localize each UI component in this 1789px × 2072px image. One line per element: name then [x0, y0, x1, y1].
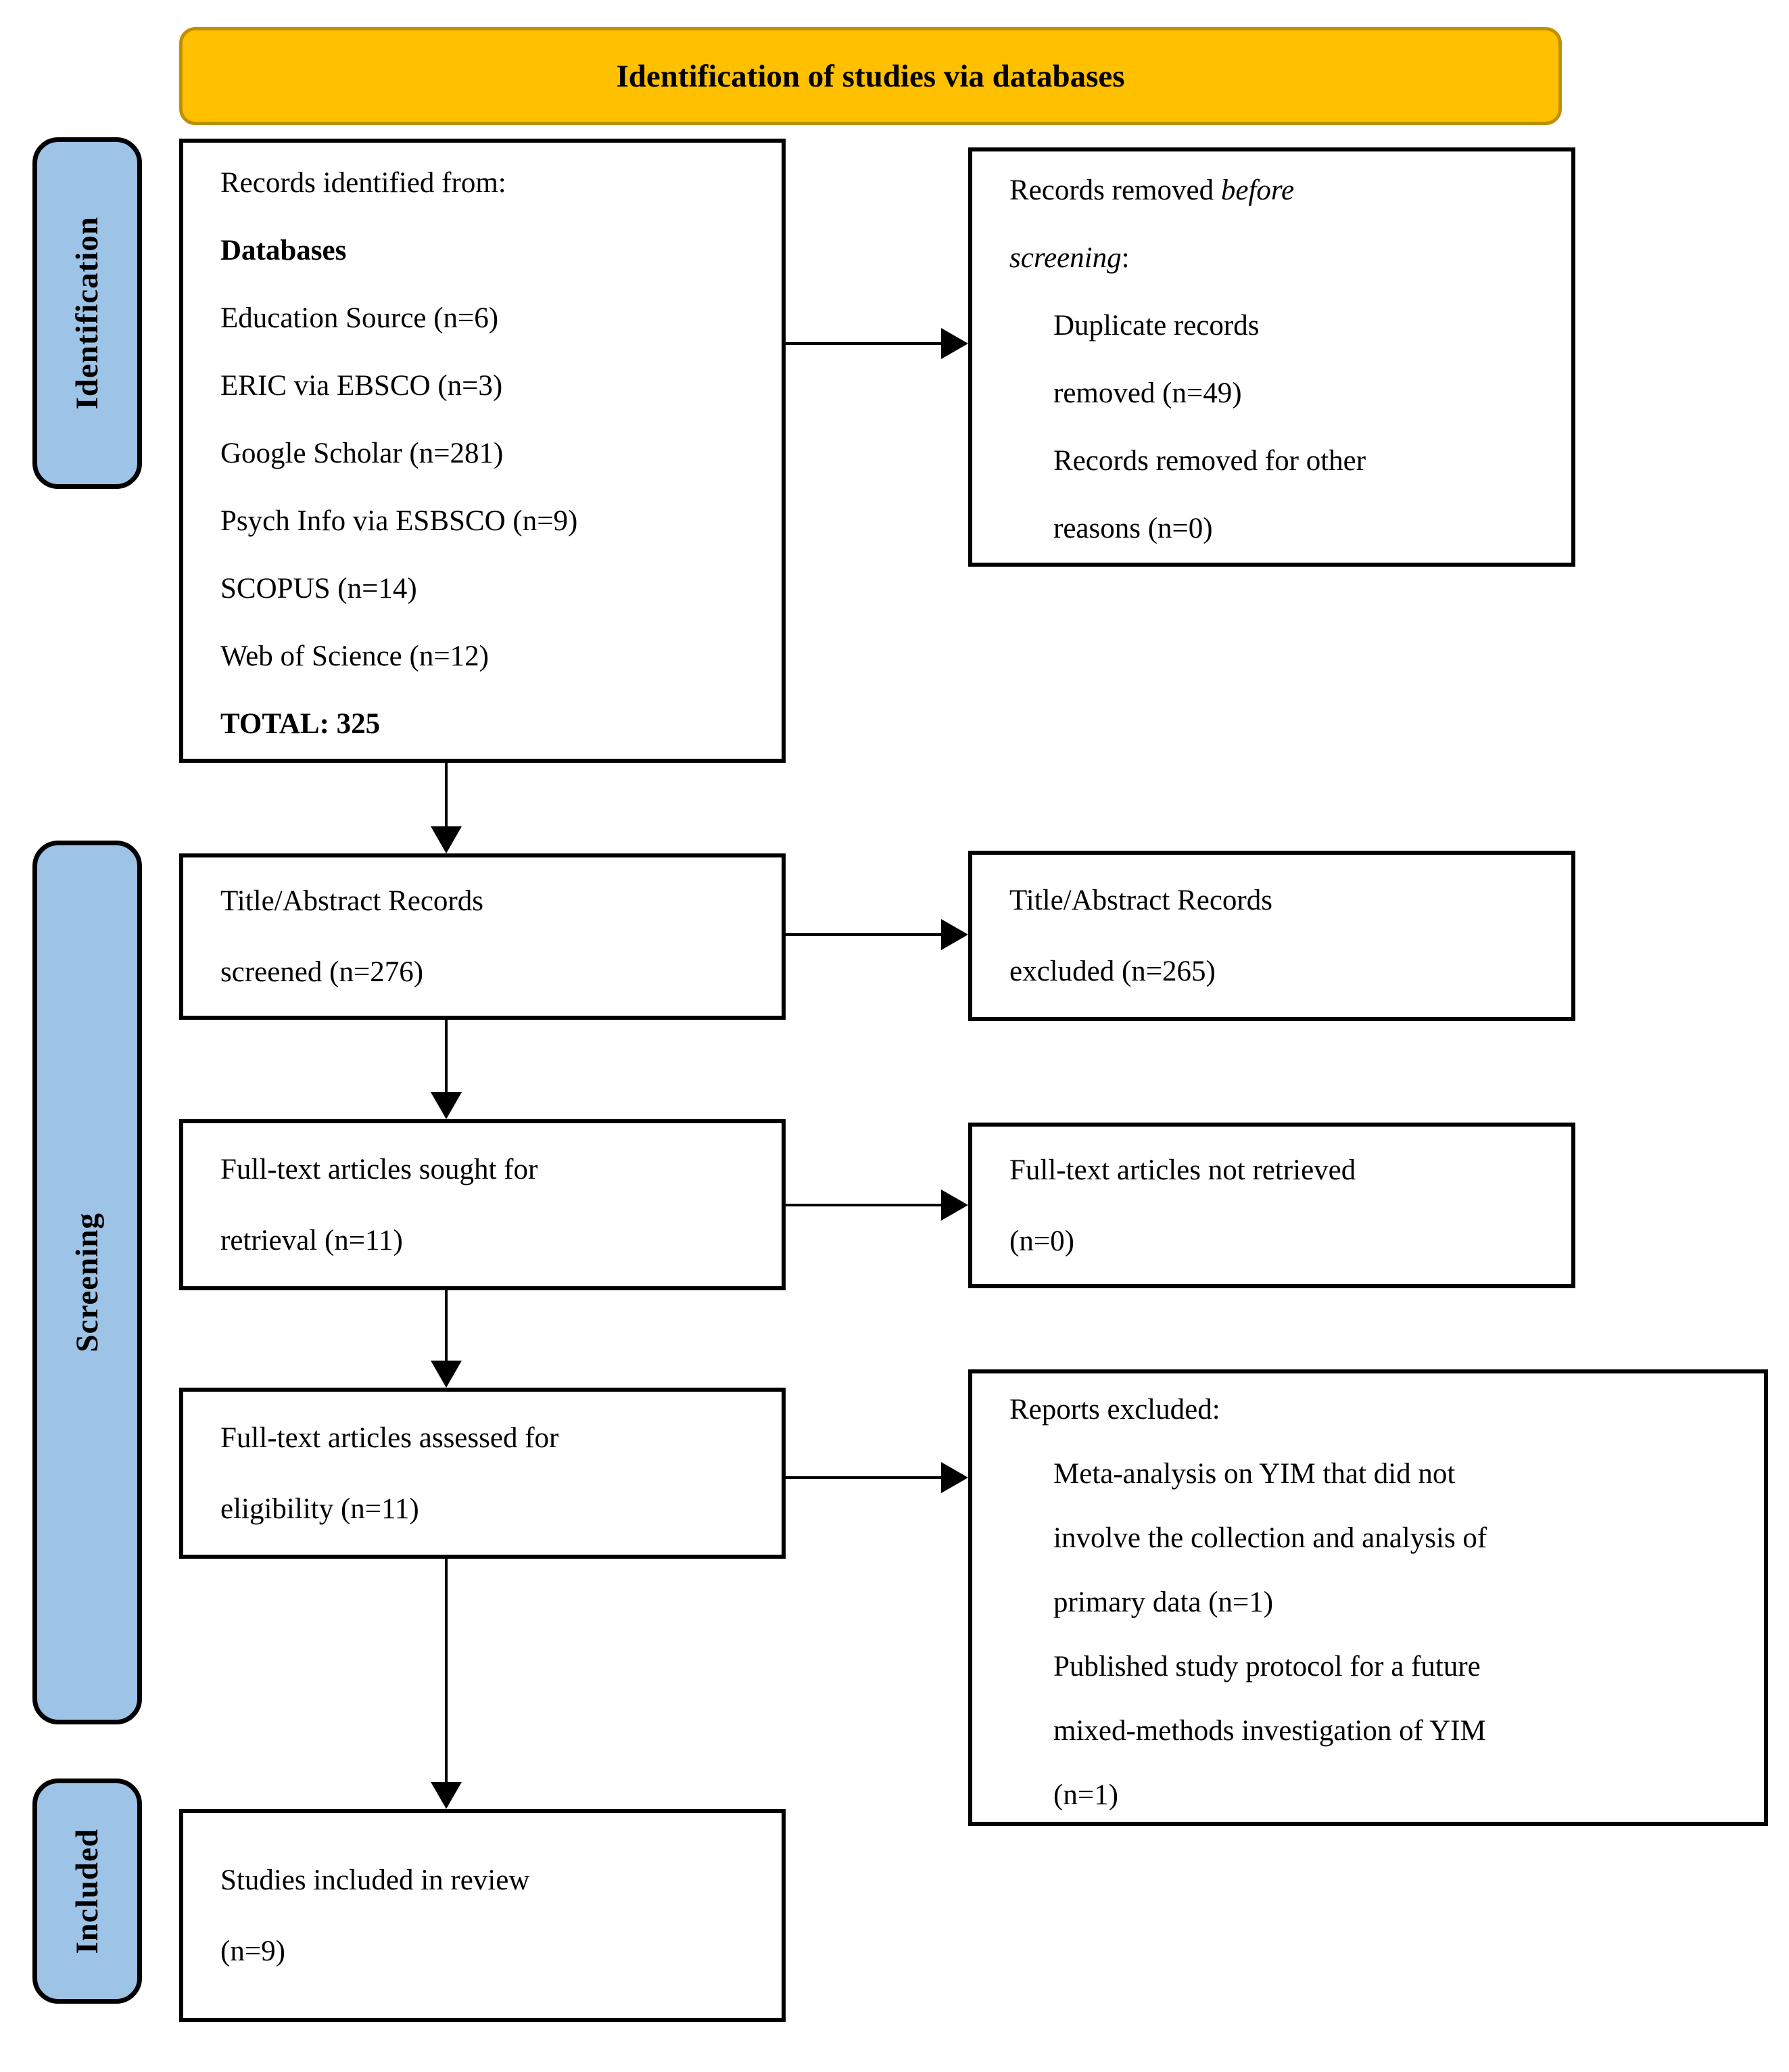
arrow-sought-to-not-retrieved-head-icon: [941, 1190, 968, 1221]
text-line: Education Source (n=6): [220, 302, 499, 334]
text-line: Web of Science (n=12): [220, 640, 489, 672]
stage-label-identification-text: Identification: [70, 216, 105, 410]
text-line: SCOPUS (n=14): [220, 573, 417, 605]
text-line: Full-text articles not retrieved: [1009, 1154, 1356, 1186]
arrow-sought-to-assessed-line: [445, 1290, 448, 1361]
text-line: Full-text articles sought for: [220, 1153, 538, 1185]
arrow-identified-to-removed-line: [786, 342, 943, 345]
arrow-assessed-to-reports-excluded-line: [786, 1476, 943, 1479]
arrow-screened-to-excluded-line: [786, 933, 943, 936]
text-line: Title/Abstract Records: [220, 885, 483, 917]
text-line: Records identified from:: [220, 167, 506, 199]
text-line: Databases: [220, 235, 347, 266]
stage-label-included: Included: [32, 1779, 142, 2004]
arrow-assessed-to-reports-excluded-head-icon: [941, 1462, 968, 1493]
text-line: Meta-analysis on YIM that did not: [1053, 1458, 1456, 1490]
box-fulltext-assessed: Full-text articles assessed for eligibili…: [179, 1388, 786, 1559]
arrow-identified-to-screened-line: [445, 763, 448, 826]
box-fulltext-sought: Full-text articles sought for retrieval (…: [179, 1119, 786, 1290]
text-line: Reports excluded:: [1009, 1394, 1220, 1426]
text-line: Published study protocol for a future: [1053, 1651, 1481, 1682]
arrow-screened-to-sought-line: [445, 1020, 448, 1092]
text-line: Psych Info via ESBSCO (n=9): [220, 505, 578, 537]
stage-label-screening: Screening: [32, 841, 142, 1724]
text-line: Studies included in review: [220, 1864, 530, 1896]
text-line: Full-text articles assessed for: [220, 1421, 559, 1454]
text-line: ERIC via EBSCO (n=3): [220, 370, 503, 402]
text-line: Records removed for other: [1053, 445, 1366, 477]
text-line: retrieval (n=11): [220, 1224, 403, 1256]
arrow-identified-to-screened-head-icon: [431, 826, 462, 853]
stage-label-included-text: Included: [70, 1828, 105, 1954]
banner-title: Identification of studies via databases: [616, 58, 1125, 94]
box-records-removed: Records removed before screening: Duplicat…: [968, 147, 1575, 567]
text-line: screened (n=276): [220, 956, 424, 988]
stage-label-identification: Identification: [32, 137, 142, 489]
arrow-sought-to-not-retrieved-line: [786, 1204, 943, 1206]
arrow-sought-to-assessed-head-icon: [431, 1361, 462, 1388]
arrow-assessed-to-included-head-icon: [431, 1782, 462, 1809]
box-reports-excluded: Reports excluded: Meta-analysis on YIM th…: [968, 1369, 1768, 1826]
box-studies-included: Studies included in review (n=9): [179, 1809, 786, 2022]
text-line: mixed-methods investigation of YIM: [1053, 1715, 1486, 1747]
text-line: Google Scholar (n=281): [220, 438, 504, 469]
text-line: excluded (n=265): [1009, 956, 1216, 987]
arrow-screened-to-excluded-head-icon: [941, 919, 968, 950]
text-line: Title/Abstract Records: [1009, 885, 1272, 916]
arrow-identified-to-removed-head-icon: [941, 328, 968, 359]
box-fulltext-not-retrieved: Full-text articles not retrieved (n=0): [968, 1123, 1575, 1288]
text-line: screening:: [1009, 242, 1130, 274]
text-line: (n=9): [220, 1935, 285, 1967]
arrow-screened-to-sought-head-icon: [431, 1092, 462, 1119]
text-line: removed (n=49): [1053, 377, 1242, 409]
text-line: TOTAL: 325: [220, 708, 381, 740]
text-line: Records removed before: [1009, 174, 1295, 206]
box-title-abstract-excluded: Title/Abstract Records excluded (n=265): [968, 851, 1575, 1021]
text-line: involve the collection and analysis of: [1053, 1522, 1487, 1554]
text-line: (n=0): [1009, 1225, 1074, 1257]
stage-label-screening-text: Screening: [70, 1212, 105, 1352]
text-line: Duplicate records: [1053, 310, 1260, 342]
text-line: (n=1): [1053, 1779, 1118, 1811]
text-line: reasons (n=0): [1053, 513, 1213, 544]
arrow-assessed-to-included-line: [445, 1559, 448, 1782]
text-line: eligibility (n=11): [220, 1492, 419, 1525]
text-line: primary data (n=1): [1053, 1586, 1274, 1618]
box-title-abstract-screened: Title/Abstract Records screened (n=276): [179, 853, 786, 1020]
banner-identification-via-databases: Identification of studies via databases: [179, 27, 1562, 125]
